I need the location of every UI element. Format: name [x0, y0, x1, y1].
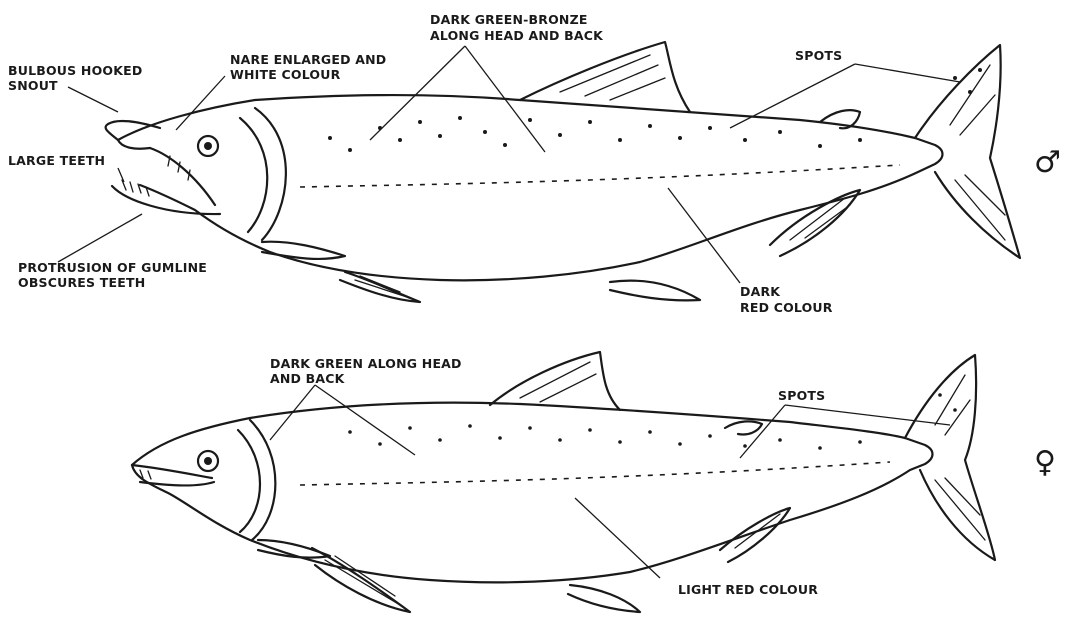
female-body-outline [132, 403, 933, 583]
male-ventral-fin [770, 190, 860, 256]
female-anal-fin [568, 585, 640, 612]
label-nare-line2: WHITE COLOUR [230, 67, 341, 82]
male-pupil [204, 142, 212, 150]
male-leader-lines [58, 46, 960, 283]
male-lateral-line [300, 165, 900, 187]
label-nare-line1: NARE ENLARGED AND [230, 52, 386, 67]
female-dorsal-fin [490, 352, 620, 410]
label-female-spots: SPOTS [778, 388, 825, 403]
male-anal-fin [610, 281, 700, 301]
male-body-outline [118, 95, 943, 280]
label-light-red: LIGHT RED COLOUR [678, 582, 818, 597]
male-labels: BULBOUS HOOKED SNOUT NARE ENLARGED AND W… [8, 12, 1061, 315]
male-teeth [122, 156, 190, 196]
female-leader-lines [270, 385, 950, 578]
female-symbol: ♀ [1034, 445, 1056, 480]
female-lateral-line [300, 462, 890, 485]
male-symbol: ♂ [1034, 145, 1061, 180]
female-tail-fin [905, 355, 995, 560]
female-gill-cover [238, 420, 275, 540]
female-ventral-fin [720, 508, 790, 562]
label-gumline-line1: PROTRUSION OF GUMLINE [18, 260, 207, 275]
male-hooked-snout [106, 121, 160, 149]
label-bulbous-snout-line1: BULBOUS HOOKED [8, 63, 142, 78]
male-lower-jaw [112, 148, 220, 214]
label-green-head-line2: AND BACK [270, 371, 346, 386]
male-gill-cover [240, 108, 286, 240]
label-dark-red-line1: DARK [740, 284, 781, 299]
female-labels: DARK GREEN ALONG HEAD AND BACK SPOTS LIG… [270, 356, 1056, 597]
female-pupil [204, 457, 212, 465]
female-salmon-drawing [132, 352, 995, 612]
label-green-bronze-line2: ALONG HEAD AND BACK [430, 28, 604, 43]
label-green-bronze-line1: DARK GREEN-BRONZE [430, 12, 588, 27]
label-male-spots: SPOTS [795, 48, 842, 63]
male-pectoral-fin [262, 242, 345, 259]
label-gumline-line2: OBSCURES TEETH [18, 275, 145, 290]
label-dark-red-line2: RED COLOUR [740, 300, 833, 315]
female-adipose-fin [725, 421, 762, 434]
label-large-teeth: LARGE TEETH [8, 153, 105, 168]
label-bulbous-snout-line2: SNOUT [8, 78, 58, 93]
label-green-head-line1: DARK GREEN ALONG HEAD [270, 356, 462, 371]
